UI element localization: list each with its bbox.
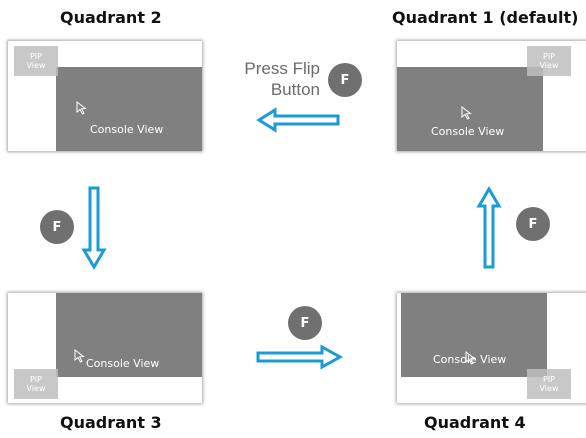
console-view-label: Console View [90,123,164,136]
console-view-label: Console View [433,353,507,366]
console-view: Console View [56,293,202,377]
flip-button-letter: F [52,219,62,235]
pip-view-label: PIP View [26,375,46,393]
console-view-label: Console View [431,125,505,138]
pip-view-label: PIP View [26,52,46,70]
flip-button-letter: F [340,72,350,88]
pip-view-label: PIP View [539,375,559,393]
quadrant-4-title: Quadrant 4 [424,413,526,432]
arrow-left-icon [256,107,340,133]
flip-instruction-text: Press Flip Button [244,59,320,99]
flip-button[interactable]: F [328,63,362,97]
cursor-icon [465,351,476,365]
quadrant-3-title: Quadrant 3 [60,413,162,432]
quadrant-1-title: Quadrant 1 (default) [392,8,579,27]
arrow-down-icon [81,186,107,270]
console-view-label: Console View [86,357,160,370]
flip-button[interactable]: F [40,210,74,244]
quadrant-1-screen: Console View PIP View [397,41,586,151]
quadrant-3-screen: Console View PIP View [8,293,202,403]
quadrant-2-title: Quadrant 2 [60,8,162,27]
flip-button[interactable]: F [288,306,322,340]
quadrant-4-screen: Console View PIP View [397,293,586,403]
flip-button-letter: F [528,216,538,232]
pip-view: PIP View [14,46,58,76]
console-view: Console View [401,293,547,377]
flip-instruction: Press Flip Button [220,58,320,100]
arrow-right-icon [256,344,344,370]
cursor-icon [461,106,472,120]
pip-view: PIP View [527,46,571,76]
quadrant-2-screen: Console View PIP View [8,41,202,151]
pip-view: PIP View [14,369,58,399]
flip-button[interactable]: F [516,207,550,241]
pip-view: PIP View [527,369,571,399]
cursor-icon [76,101,87,115]
console-view: Console View [56,67,202,151]
console-view: Console View [397,67,543,151]
flip-button-letter: F [300,315,310,331]
arrow-up-icon [476,186,502,269]
cursor-icon [74,349,85,363]
pip-view-label: PIP View [539,52,559,70]
